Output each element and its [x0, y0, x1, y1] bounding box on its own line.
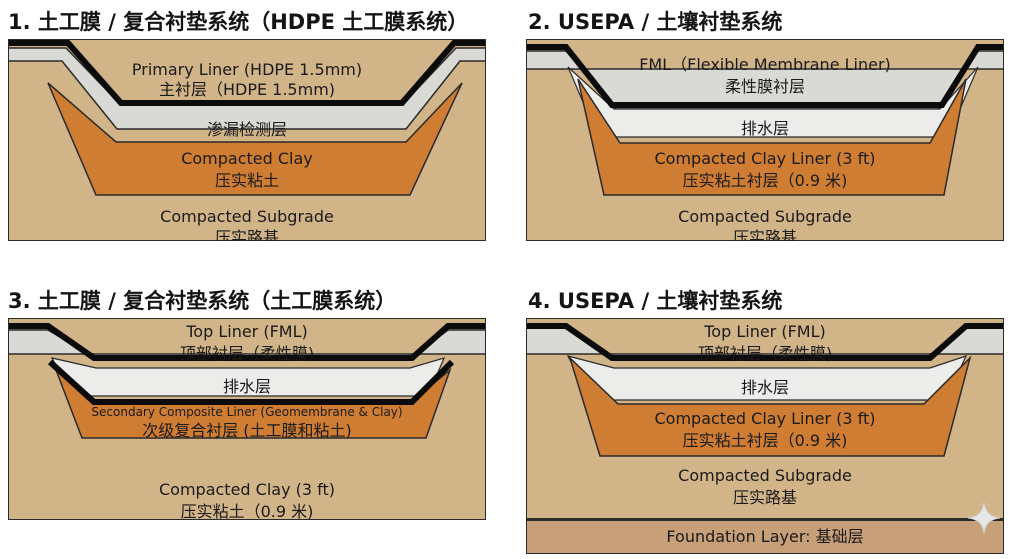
label-compacted-clay-en: Compacted Clay (3 ft) [158, 480, 335, 499]
label-primary-liner-en: Primary Liner (HDPE 1.5mm) [131, 60, 363, 79]
label-drainage: 排水层 [222, 377, 271, 396]
label-top-liner-en: Top Liner (FML) [704, 322, 826, 341]
panel-2-diagram: FML（Flexible Membrane Liner) 柔性膜衬层 排水层 C… [526, 39, 1004, 241]
label-top-liner-zh: 顶部衬层（柔性膜) [697, 344, 833, 363]
label-clay-zh: 压实粘土 [214, 171, 279, 190]
compacted-clay-liner [568, 355, 972, 457]
label-subgrade-zh: 压实路基 [732, 228, 797, 241]
top-liner-membrane [8, 323, 486, 361]
label-fml-zh: 柔性膜衬层 [724, 77, 805, 96]
label-subgrade-zh: 压实路基 [214, 228, 279, 241]
secondary-geomembrane [47, 359, 455, 405]
label-secondary-liner-en: Secondary Composite Liner (Geomembrane &… [91, 405, 403, 419]
top-liner-membrane [526, 323, 1004, 361]
panel-1-diagram: Primary Liner (HDPE 1.5mm) 主衬层（HDPE 1.5m… [8, 39, 486, 241]
panel-4-cross-section [526, 318, 1004, 520]
label-clay-en: Compacted Clay [181, 149, 313, 168]
panel-2-cross-section [526, 39, 1004, 241]
label-clay-liner-zh: 压实粘土衬层（0.9 米) [682, 171, 848, 190]
panel-3-diagram: Top Liner (FML) 顶部衬层（柔性膜) 排水层 Secondary … [8, 318, 486, 520]
primary-liner-membrane [8, 40, 486, 106]
label-top-liner-zh: 顶部衬层（柔性膜) [179, 344, 315, 363]
foundation-band [526, 520, 1004, 554]
compacted-clay-liner [577, 78, 967, 196]
label-drainage: 排水层 [740, 378, 789, 397]
compacted-clay-layer [47, 82, 463, 196]
panel-1-title: 1. 土工膜 / 复合衬垫系统（HDPE 土工膜系统） [8, 10, 469, 34]
foundation-layer: Foundation Layer: 基础层 [526, 520, 1004, 554]
label-fml-en: FML（Flexible Membrane Liner) [639, 55, 891, 74]
label-subgrade-en: Compacted Subgrade [678, 207, 852, 226]
label-subgrade-zh: 压实路基 [732, 488, 797, 507]
label-subgrade-en: Compacted Subgrade [160, 207, 334, 226]
panel-2-title: 2. USEPA / 土壤衬垫系统 [528, 10, 783, 34]
label-subgrade-en: Compacted Subgrade [678, 466, 852, 485]
label-drainage: 排水层 [740, 119, 789, 138]
label-secondary-liner-zh: 次级复合衬层 (土工膜和粘土) [142, 421, 352, 440]
label-clay-liner-en: Compacted Clay Liner (3 ft) [654, 149, 876, 168]
label-compacted-clay-zh: 压实粘土（0.9 米) [180, 502, 314, 520]
label-top-liner-en: Top Liner (FML) [186, 322, 308, 341]
label-clay-liner-zh: 压实粘土衬层（0.9 米) [682, 431, 848, 450]
panel-4-diagram: Top Liner (FML) 顶部衬层（柔性膜) 排水层 Compacted … [526, 318, 1004, 520]
fml-membrane [526, 44, 1004, 108]
label-primary-liner-zh: 主衬层（HDPE 1.5mm) [158, 80, 336, 99]
panel-4-title: 4. USEPA / 土壤衬垫系统 [528, 289, 783, 313]
panel-3-cross-section [8, 318, 486, 520]
sparkle-icon [967, 501, 1001, 535]
panel-1-cross-section [8, 39, 486, 241]
panel-3-title: 3. 土工膜 / 复合衬垫系统（土工膜系统） [8, 289, 397, 313]
label-clay-liner-en: Compacted Clay Liner (3 ft) [654, 409, 876, 428]
label-foundation: Foundation Layer: 基础层 [666, 527, 864, 546]
label-leak-detection: 渗漏检测层 [206, 120, 287, 139]
